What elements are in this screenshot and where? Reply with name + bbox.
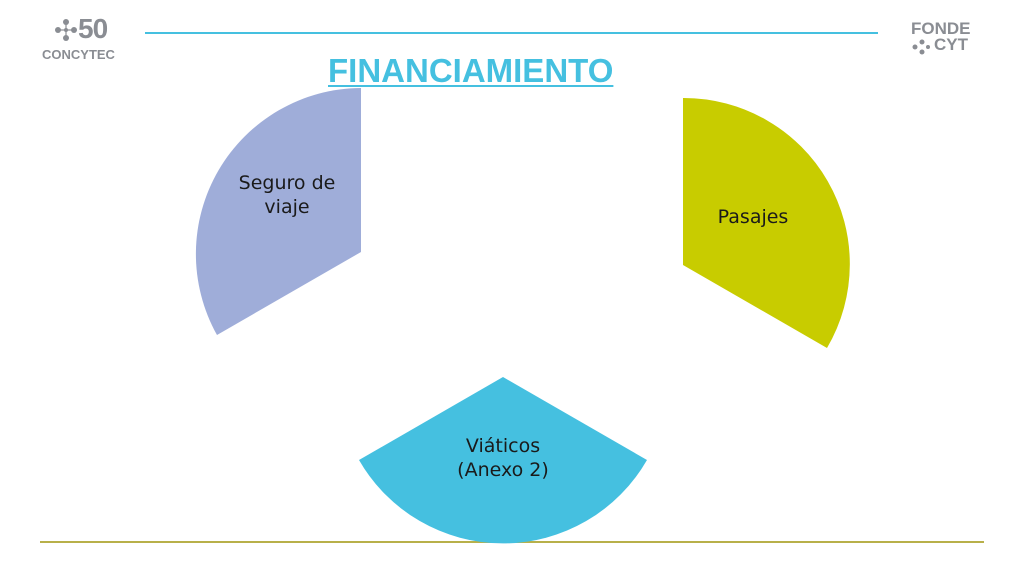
molecule-icon — [55, 19, 77, 41]
segment-pasajes — [683, 97, 850, 349]
logo-left-number: 50 — [78, 13, 108, 44]
segment-label-viaticos: Viáticos(Anexo 2) — [457, 435, 549, 481]
segment-label-line: Viáticos — [466, 435, 540, 457]
segment-label-line: Pasajes — [718, 206, 789, 228]
page-title: FINANCIAMIENTO — [328, 52, 614, 89]
segment-viaticos — [359, 377, 647, 544]
segment-seguro — [195, 88, 361, 335]
molecule-icon — [912, 39, 930, 55]
top-divider — [145, 32, 878, 34]
logo-right-line1: FONDE — [911, 19, 971, 38]
logo-right-line2: CYT — [934, 35, 968, 54]
segment-label-line: (Anexo 2) — [457, 459, 549, 481]
concytec-logo: 50 CONCYTEC — [40, 14, 130, 64]
logo-left-text: CONCYTEC — [42, 47, 115, 62]
segment-label-line: Seguro de — [239, 172, 336, 194]
fondecyt-logo: FONDE CYT — [908, 20, 988, 60]
segment-label-pasajes: Pasajes — [718, 206, 789, 228]
segment-label-line: viaje — [264, 196, 309, 218]
